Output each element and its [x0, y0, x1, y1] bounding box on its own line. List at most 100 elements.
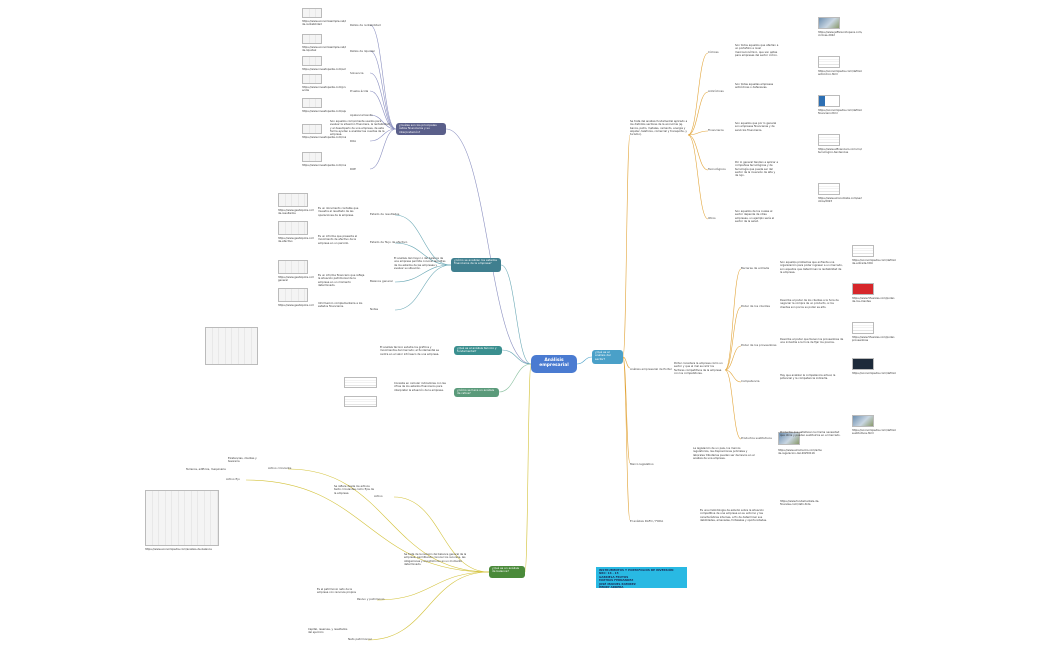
- tecnico-description: El análisis técnico estudia los gráficos…: [380, 346, 440, 356]
- sector-url[interactable]: https://economipedia.com/definiciones/se…: [818, 109, 862, 116]
- ratio-url[interactable]: https://www.economiasimple.net/ratios-de…: [302, 20, 346, 27]
- ratio-label[interactable]: ROA: [350, 139, 357, 143]
- ratio-formula-image: [302, 74, 322, 84]
- connector: [622, 356, 631, 521]
- legislation-url[interactable]: https://www.elcomercio.com/actualidad/ne…: [778, 449, 822, 456]
- sector-url[interactable]: https://economipedia.com/definiciones/se…: [818, 70, 862, 77]
- sector-description: Son aquellos que por lo general son empr…: [735, 122, 777, 132]
- porter-force-label[interactable]: Poder de los proveedores: [741, 343, 777, 347]
- estado-url[interactable]: https://www.gestiopolis.com/notas: [278, 304, 314, 307]
- ratio-formula-image: [302, 124, 322, 134]
- estado-label[interactable]: Estado de flujo de efectivo: [370, 240, 408, 244]
- topic-estados[interactable]: ¿Cómo se analizan los estados financiero…: [451, 258, 501, 272]
- ratio-label[interactable]: Ratios de rentabilidad: [350, 23, 381, 27]
- dafo-url[interactable]: https://www.fundamentals-de-finanzas.com…: [780, 500, 820, 507]
- ratio-label[interactable]: Prueba ácida: [350, 89, 369, 93]
- porter-force-description: Son aquellos problemas que enfrenta una …: [780, 261, 843, 274]
- connector: [369, 128, 397, 142]
- porter-force-url[interactable]: https://economipedia.com/definiciones/co…: [852, 372, 896, 375]
- ratio-label[interactable]: Apalancamiento: [350, 113, 373, 117]
- ratio-url[interactable]: https://www.investopedia.com/solvencia: [302, 68, 346, 71]
- connector: [393, 496, 490, 573]
- topic-ratios-analisis[interactable]: ¿Cómo se hace un análisis de ratios?: [454, 388, 499, 397]
- connector: [367, 571, 490, 641]
- sector-label[interactable]: Financieros: [708, 128, 724, 132]
- ratios-doc-1: [344, 377, 377, 388]
- estado-image: [278, 221, 308, 235]
- balance-label[interactable]: Activo circulante: [268, 466, 292, 470]
- sector-definition[interactable]: Se trata del análisis fundamental aplica…: [630, 120, 688, 137]
- sector-description: Son todos aquellos que afectan a un port…: [735, 44, 779, 57]
- sector-url[interactable]: https://www.elfinanciero.com.mx/empresas…: [818, 148, 862, 155]
- porter-force-label[interactable]: Barreras de entrada: [741, 266, 770, 270]
- sector-url[interactable]: https://www.elconomista.com/sectores-otr…: [818, 197, 862, 204]
- ratios-analisis-description: Consiste en calcular indicadores con las…: [394, 382, 446, 392]
- connector: [369, 50, 397, 130]
- central-topic[interactable]: Análisis empresarial: [531, 355, 577, 373]
- estado-label[interactable]: Notas: [370, 307, 379, 311]
- connector: [369, 128, 397, 170]
- authors-note: INSTRUMENTOS Y PORTAFOLIOS DE INVERSIÓN …: [596, 567, 687, 590]
- legislation-image: [778, 432, 800, 445]
- balance-label[interactable]: Pasivo y patrimonio: [357, 597, 385, 601]
- porter-force-url[interactable]: https://economipedia.com/definiciones/pr…: [852, 429, 896, 436]
- porter-force-url[interactable]: https://www.5fuerzas.com/poder-de-los-cl…: [852, 297, 895, 304]
- balance-url[interactable]: https://www.economipedia.com/analisis-de…: [145, 548, 212, 551]
- sector-url[interactable]: https://www.jeffersonhopeca.com/mercados…: [818, 31, 862, 38]
- topic-ratios[interactable]: ¿Cuáles son los principales ratios finan…: [396, 123, 446, 135]
- balance-label[interactable]: Neto patrimonial: [348, 637, 372, 641]
- porter-force-label[interactable]: Competencia: [741, 379, 760, 383]
- estado-description: Es un documento contable que muestra el …: [318, 207, 359, 217]
- estado-label[interactable]: Estado de resultados: [370, 212, 400, 216]
- estado-image: [278, 288, 308, 302]
- estado-url[interactable]: https://www.gestiopolis.com/balance-gene…: [278, 276, 314, 283]
- ratio-label[interactable]: Solvencia: [350, 71, 364, 75]
- balance-sheet-image: [145, 490, 219, 546]
- estado-description: Información complementaria a los estados…: [318, 302, 363, 309]
- balance-label[interactable]: Activo: [374, 494, 383, 498]
- ratio-url[interactable]: https://www.investopedia.com/roa: [302, 136, 346, 139]
- estado-url[interactable]: https://www.gestiopolis.com/flujo-de-efe…: [278, 237, 314, 244]
- balance-description: Terrenos, edificios, maquinaria: [186, 468, 226, 471]
- porter-branch-label[interactable]: Análisis empresarial de Porter: [630, 367, 672, 371]
- estado-image: [278, 193, 308, 207]
- sector-label[interactable]: Otros: [708, 216, 716, 220]
- dafo-branch-label[interactable]: El análisis DAFO / FODA: [630, 519, 664, 523]
- estados-description: El análisis del mayor o del balance de u…: [394, 257, 446, 270]
- porter-force-url[interactable]: https://economipedia.com/definiciones/ba…: [852, 259, 896, 266]
- connector: [394, 264, 452, 283]
- connector: [394, 264, 452, 311]
- connector: [245, 479, 490, 573]
- sector-label[interactable]: Tecnológicos: [708, 167, 726, 171]
- ratio-label[interactable]: Ratios de liquidez: [350, 49, 375, 53]
- connector: [687, 134, 709, 171]
- right-main-topic[interactable]: ¿Qué es el análisis del sector?: [592, 350, 623, 364]
- topic-tecnico[interactable]: ¿Qué es el análisis técnico y fundamenta…: [454, 346, 502, 355]
- ratio-formula-image: [302, 56, 322, 66]
- estado-label[interactable]: Balance general: [370, 279, 393, 283]
- sector-image: [818, 134, 840, 146]
- balance-label[interactable]: Activo fijo: [226, 477, 240, 481]
- ratio-url[interactable]: https://www.investopedia.com/roe: [302, 164, 346, 167]
- connector: [724, 369, 742, 440]
- ratio-url[interactable]: https://www.economiasimple.net/ratios-de…: [302, 46, 346, 53]
- sector-image: [818, 56, 840, 68]
- legislation-branch-label[interactable]: Marco legislativo: [630, 462, 654, 466]
- porter-force-image: [852, 358, 874, 370]
- porter-force-label[interactable]: Poder de los clientes: [741, 304, 770, 308]
- sector-description: Por lo general tienden a aplicar a compa…: [735, 161, 779, 177]
- porter-force-description: Hay que analizar la competencia actual, …: [780, 374, 836, 381]
- sector-label[interactable]: Cíclicas: [708, 50, 719, 54]
- connector: [724, 369, 742, 383]
- porter-force-image: [852, 283, 874, 295]
- porter-force-url[interactable]: https://www.5fuerzas.com/poder-proveedor…: [852, 336, 895, 343]
- ratio-label[interactable]: ROE: [350, 167, 356, 171]
- topic-balance[interactable]: ¿Qué es un análisis de balance?: [489, 566, 525, 578]
- estado-url[interactable]: https://www.gestiopolis.com/estado-de-re…: [278, 209, 314, 216]
- ratio-url[interactable]: https://www.investopedia.com/apalancamie…: [302, 110, 346, 113]
- sector-label[interactable]: Anticíclicas: [708, 89, 724, 93]
- authors-note-text: INSTRUMENTOS Y PORTAFOLIOS DE INVERSIÓN …: [599, 568, 674, 590]
- ratio-url[interactable]: https://www.investopedia.com/prueba-acid…: [302, 86, 346, 93]
- porter-force-label[interactable]: Productos sustitutivos: [741, 436, 772, 440]
